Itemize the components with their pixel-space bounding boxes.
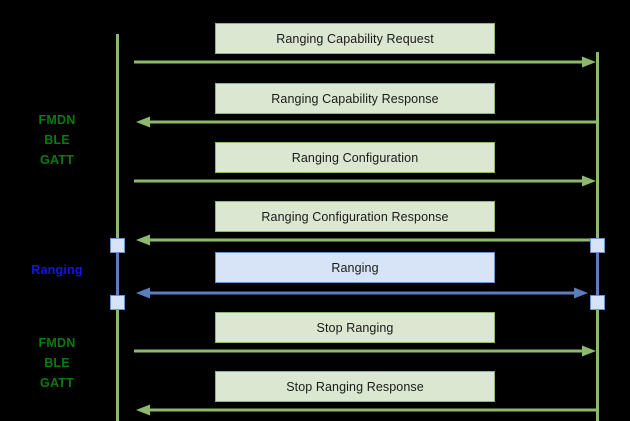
arrow-ranging-capability-response — [134, 114, 598, 130]
message-box-stop-ranging-response: Stop Ranging Response — [215, 371, 495, 402]
message-box-ranging-configuration: Ranging Configuration — [215, 142, 495, 173]
left-lifeline-green-bottom — [116, 304, 119, 421]
right-lifeline-blue-segment — [596, 244, 599, 304]
activation-box-right-start — [590, 238, 605, 253]
left-lifeline-green-top — [116, 34, 119, 244]
arrow-ranging-bidirectional — [134, 285, 590, 301]
arrow-ranging-configuration — [134, 173, 598, 189]
message-box-ranging-configuration-response: Ranging Configuration Response — [215, 201, 495, 232]
left-lifeline-blue-segment — [116, 244, 119, 304]
phase-label-ranging: Ranging — [31, 263, 83, 277]
activation-box-left-start — [110, 238, 125, 253]
right-lifeline-green-top — [596, 52, 599, 244]
arrow-ranging-configuration-response — [134, 232, 590, 248]
arrow-stop-ranging — [134, 343, 598, 359]
activation-box-right-end — [590, 295, 605, 310]
arrow-ranging-capability-request — [134, 54, 598, 70]
phase-label-fmdn-ble-gatt-top: FMDN BLE GATT — [38, 113, 76, 167]
message-box-ranging: Ranging — [215, 252, 495, 283]
message-box-ranging-capability-response: Ranging Capability Response — [215, 83, 495, 114]
phase-label-fmdn-ble-gatt-bottom: FMDN BLE GATT — [38, 336, 76, 390]
arrow-stop-ranging-response — [134, 402, 598, 418]
message-box-stop-ranging: Stop Ranging — [215, 312, 495, 343]
message-box-ranging-capability-request: Ranging Capability Request — [215, 23, 495, 54]
activation-box-left-end — [110, 295, 125, 310]
right-lifeline-green-bottom — [596, 304, 599, 421]
